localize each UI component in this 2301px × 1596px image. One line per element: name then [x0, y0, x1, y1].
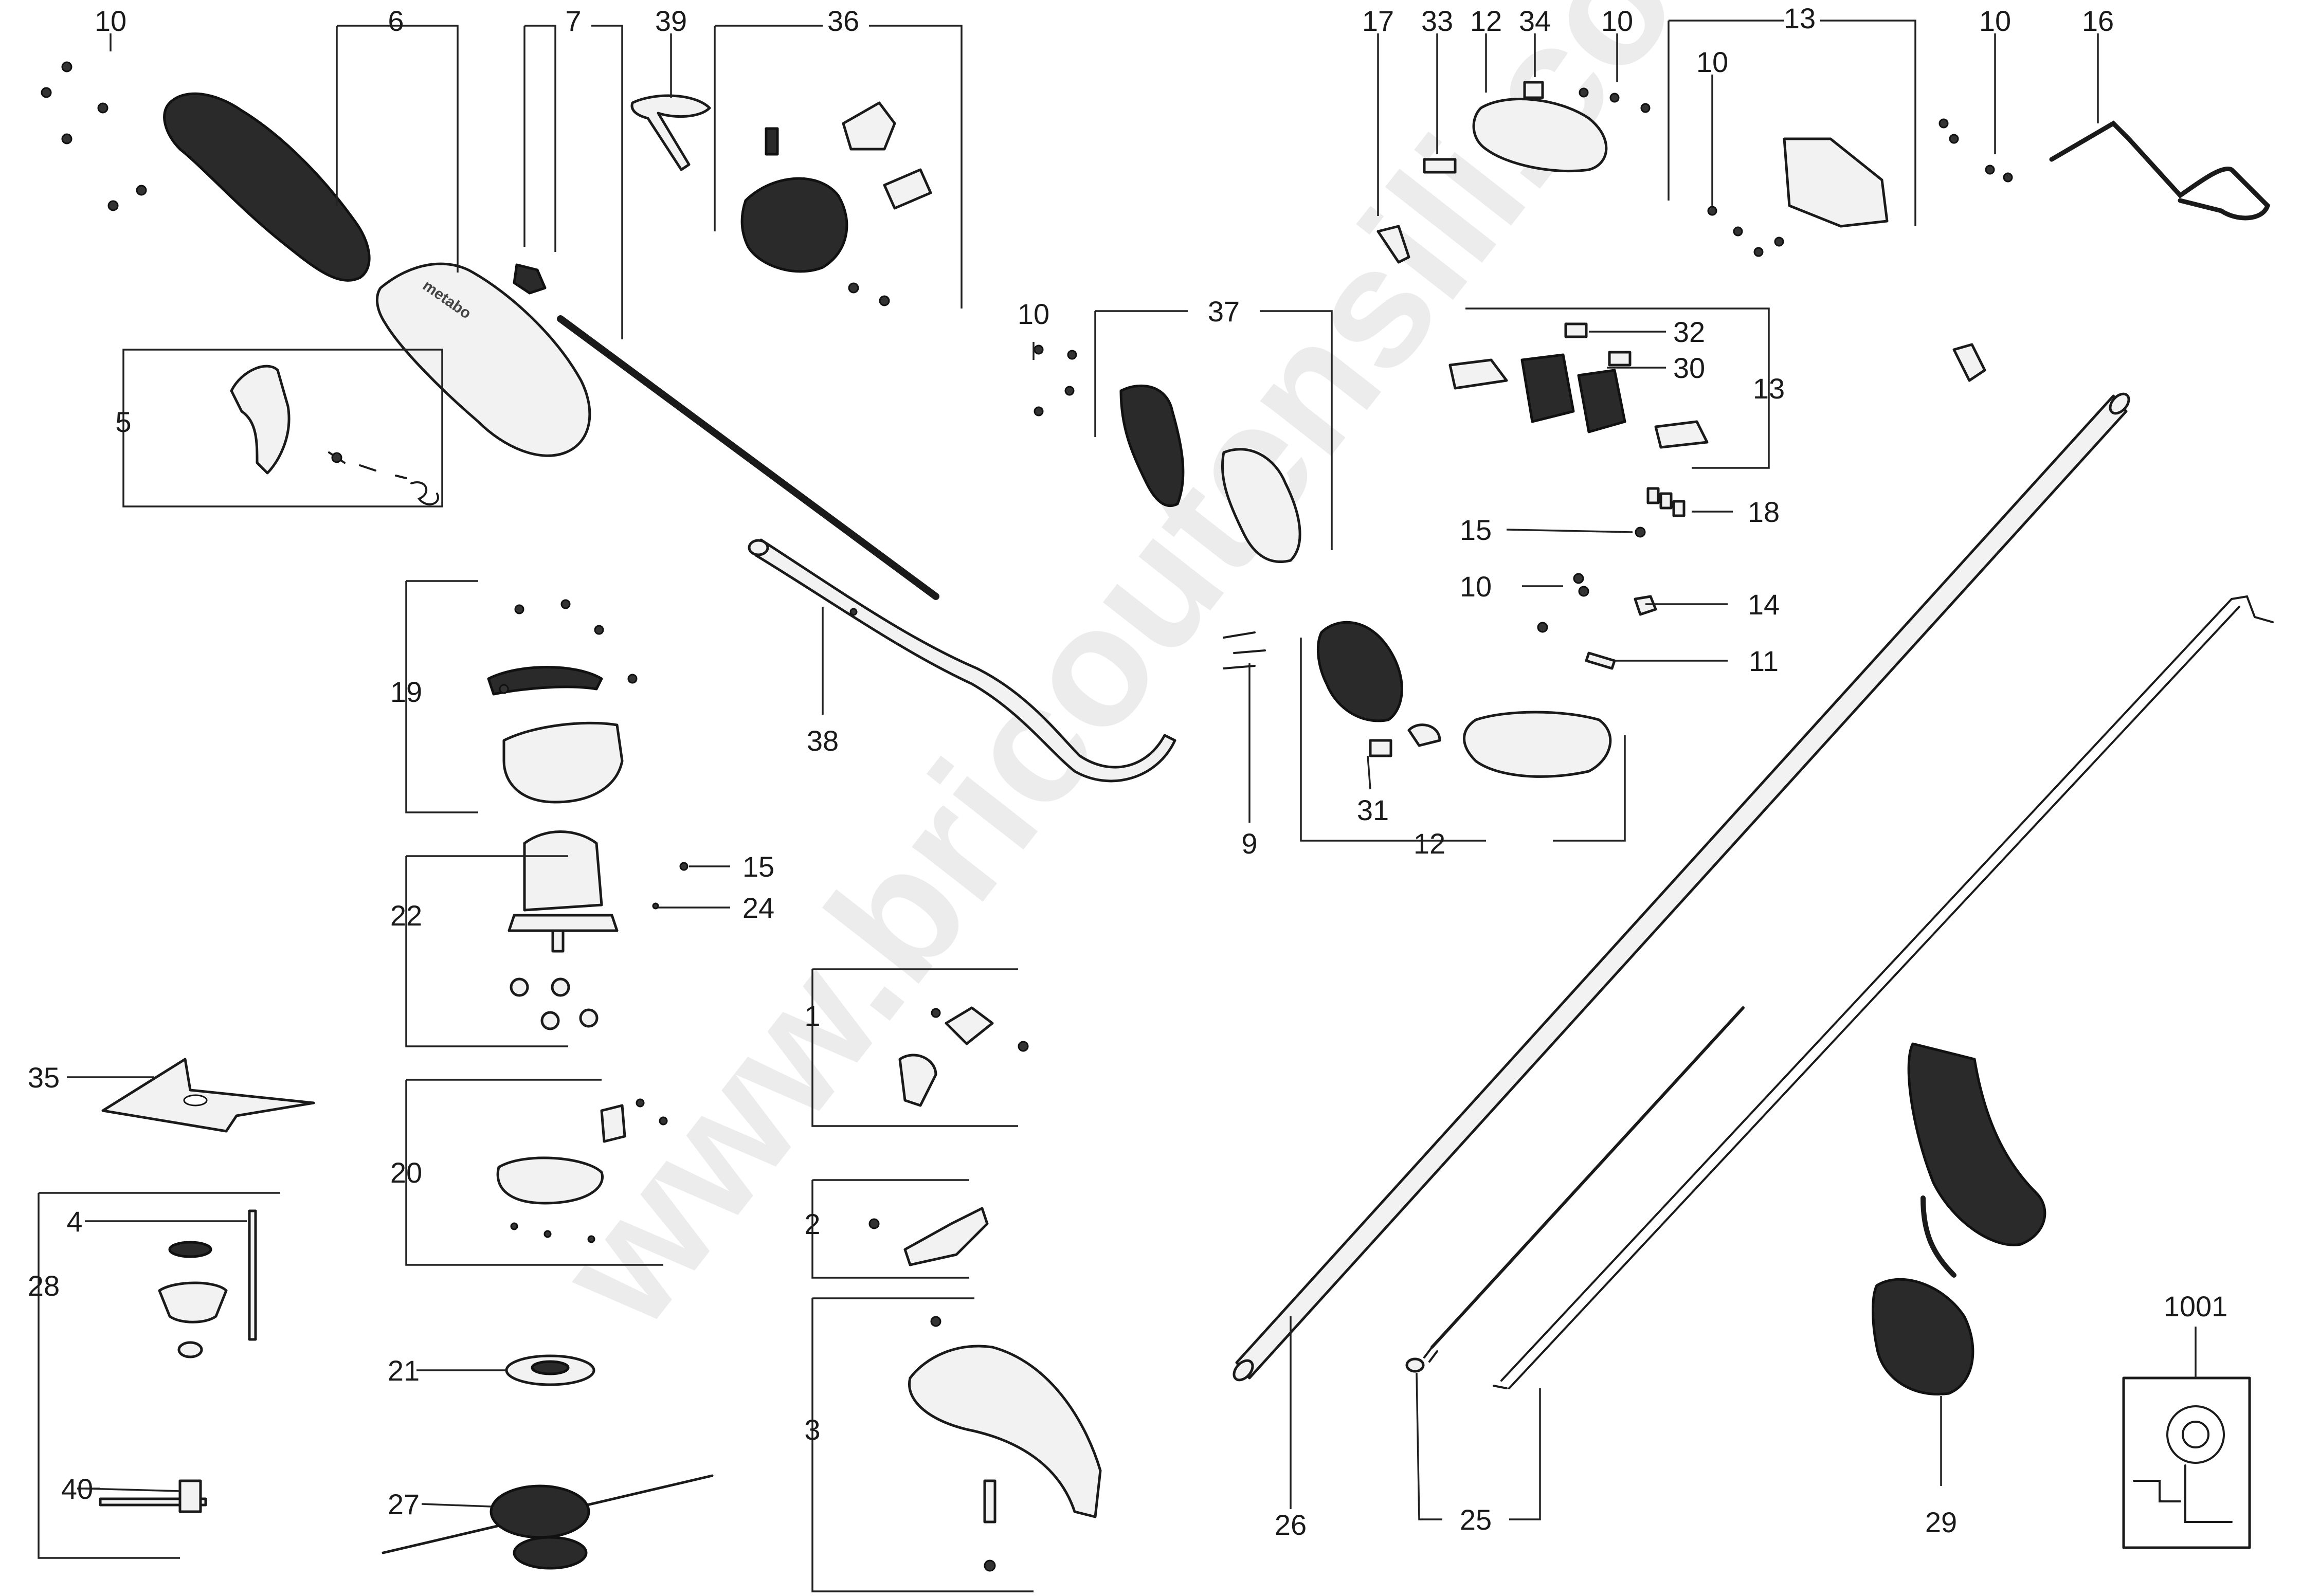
callout-26: 26 [1275, 1509, 1307, 1541]
small-parts-middle-right [1537, 487, 1686, 670]
part-13-switch-module [1707, 137, 1889, 257]
callout-4: 4 [66, 1205, 82, 1238]
part-holder-right [1952, 343, 1986, 382]
callout-15: 15 [742, 850, 774, 883]
part-13-battery-contacts [1448, 322, 1709, 449]
callout-32: 32 [1673, 316, 1705, 348]
leader-lines [38, 20, 2197, 1592]
callout-16: 16 [2082, 5, 2114, 37]
part-1-clamp [898, 1006, 1029, 1107]
callout-10: 10 [1018, 298, 1049, 330]
part-29-shoulder-harness: metabo [1872, 1042, 2046, 1395]
part-35-blade [101, 1058, 315, 1133]
part-28-blade-kit [99, 1209, 257, 1513]
callout-1001: 1001 [2164, 1290, 2228, 1322]
screws-10-handle [1034, 344, 1077, 416]
callout-12: 12 [1414, 827, 1445, 860]
callout-13: 13 [1753, 372, 1785, 405]
screws-10-right [1579, 87, 2013, 183]
callout-labels: 10 6 7 39 36 17 33 12 34 10 13 10 10 16 … [28, 2, 2227, 1541]
callout-22: 22 [390, 899, 422, 932]
callout-10: 10 [1979, 5, 2011, 37]
callout-6: 6 [388, 5, 404, 37]
part-25-cable [1405, 1006, 1745, 1373]
callout-35: 35 [28, 1061, 60, 1094]
callout-3: 3 [804, 1413, 820, 1446]
callout-30: 30 [1673, 352, 1705, 384]
part-36-switch-assembly [740, 101, 932, 306]
callout-2: 2 [804, 1208, 820, 1240]
callout-20: 20 [390, 1156, 422, 1189]
part-19-gear-head [487, 599, 638, 804]
part-20-base-plate [496, 1098, 668, 1243]
callout-7: 7 [565, 5, 581, 37]
callout-10: 10 [1601, 5, 1633, 37]
callout-37: 37 [1208, 295, 1240, 328]
callout-14: 14 [1748, 588, 1780, 621]
callout-21: 21 [388, 1354, 420, 1387]
callout-15: 15 [1460, 514, 1492, 546]
callout-25: 25 [1460, 1503, 1492, 1536]
callout-40: 40 [61, 1473, 93, 1505]
callout-1: 1 [804, 1000, 820, 1032]
callout-10: 10 [95, 5, 126, 37]
part-3-guard [908, 1316, 1102, 1572]
callout-11: 11 [1749, 645, 1779, 677]
part-26-main-tube [1233, 392, 2130, 1382]
part-5-trigger [230, 365, 439, 505]
callout-17: 17 [1362, 5, 1394, 37]
part-12-cover-top [1423, 81, 1608, 174]
callout-34: 34 [1519, 5, 1551, 37]
part-27-trimmer-head [382, 1474, 714, 1570]
callout-38: 38 [807, 724, 839, 757]
callout-33: 33 [1421, 5, 1453, 37]
part-16-bail-handle [2049, 120, 2271, 221]
part-12-lower-assembly [1223, 621, 1612, 778]
callout-19: 19 [390, 676, 422, 708]
watermark: www.bricoutensili.com [520, 0, 1805, 1361]
part-7-flex-rod [557, 315, 939, 600]
part-22-motor [508, 830, 689, 1030]
part-2-bracket [868, 1207, 989, 1266]
callout-27: 27 [388, 1488, 420, 1520]
callout-10: 10 [1460, 570, 1492, 603]
callout-10: 10 [1696, 46, 1728, 78]
callout-36: 36 [827, 5, 859, 37]
part-38-bent-handle-tube [748, 538, 1176, 783]
screws-10-top-left [41, 61, 147, 211]
part-25-drive-shaft [1493, 595, 2274, 1389]
part-39-trigger-lock [630, 94, 711, 171]
callout-13: 13 [1784, 2, 1816, 34]
part-7-clip [513, 263, 547, 295]
callout-39: 39 [655, 5, 687, 37]
callout-12: 12 [1470, 5, 1502, 37]
callout-28: 28 [28, 1269, 60, 1302]
callout-24: 24 [742, 892, 774, 924]
callout-5: 5 [115, 406, 131, 438]
part-6-motor-housing: metabo [163, 92, 591, 457]
callout-9: 9 [1241, 827, 1257, 860]
part-17-clip [1376, 225, 1410, 264]
callout-31: 31 [1357, 794, 1389, 826]
part-21-hub [505, 1354, 595, 1386]
callout-18: 18 [1748, 496, 1780, 528]
part-1001-label [2122, 1376, 2251, 1549]
part-37-front-handle [1119, 384, 1301, 564]
callout-29: 29 [1925, 1506, 1957, 1538]
